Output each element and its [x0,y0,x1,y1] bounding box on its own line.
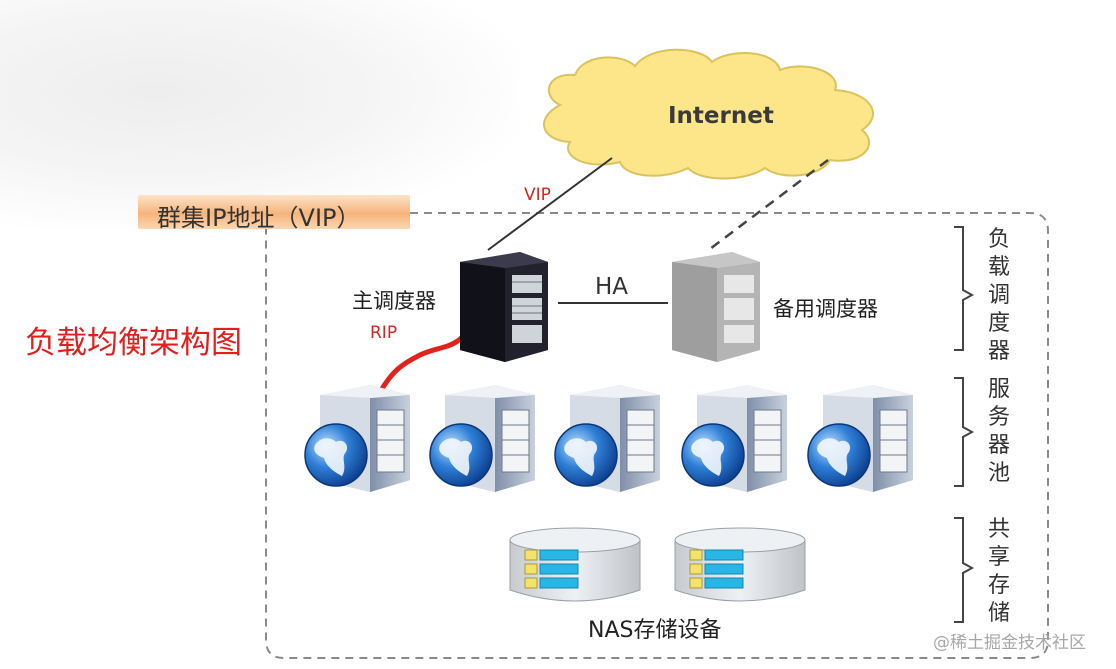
primary-scheduler-label: 主调度器 [352,289,436,313]
pool-server [807,385,913,492]
pool-server [429,385,535,492]
side-label-load-balancer: 负载调度器 [987,227,1010,364]
backup-scheduler-label: 备用调度器 [773,297,878,321]
rip-link-label: RIP [370,323,398,343]
pool-server [681,385,787,492]
internet-cloud [543,48,874,180]
backup-scheduler-server [672,252,760,362]
vip-link [487,157,613,251]
internet-label: Internet [668,103,774,129]
pool-server [554,385,660,492]
server-pool [304,385,913,492]
vip-tag-bar [138,195,410,229]
backup-link [705,159,829,253]
watermark: @稀土掘金技术社区 [933,633,1086,653]
vip-link-label: VIP [524,185,551,205]
nas-device [674,527,806,602]
bracket-load-balancer [954,226,975,351]
pool-server [304,385,410,492]
vip-tag-label: 群集IP地址（VIP） [157,204,361,232]
background-smudge [0,0,520,230]
nas-storage-label: NAS存储设备 [588,618,722,643]
ha-link-label: HA [595,274,629,300]
nas-storage-devices [509,527,806,602]
side-label-server-pool: 服务器池 [987,377,1010,486]
bracket-server-pool [954,377,975,487]
side-label-shared-storage: 共享存储 [987,517,1010,626]
bracket-shared-storage [954,517,975,623]
primary-scheduler-server [460,252,548,362]
diagram-title: 负载均衡架构图 [25,325,242,361]
nas-device [509,527,641,602]
